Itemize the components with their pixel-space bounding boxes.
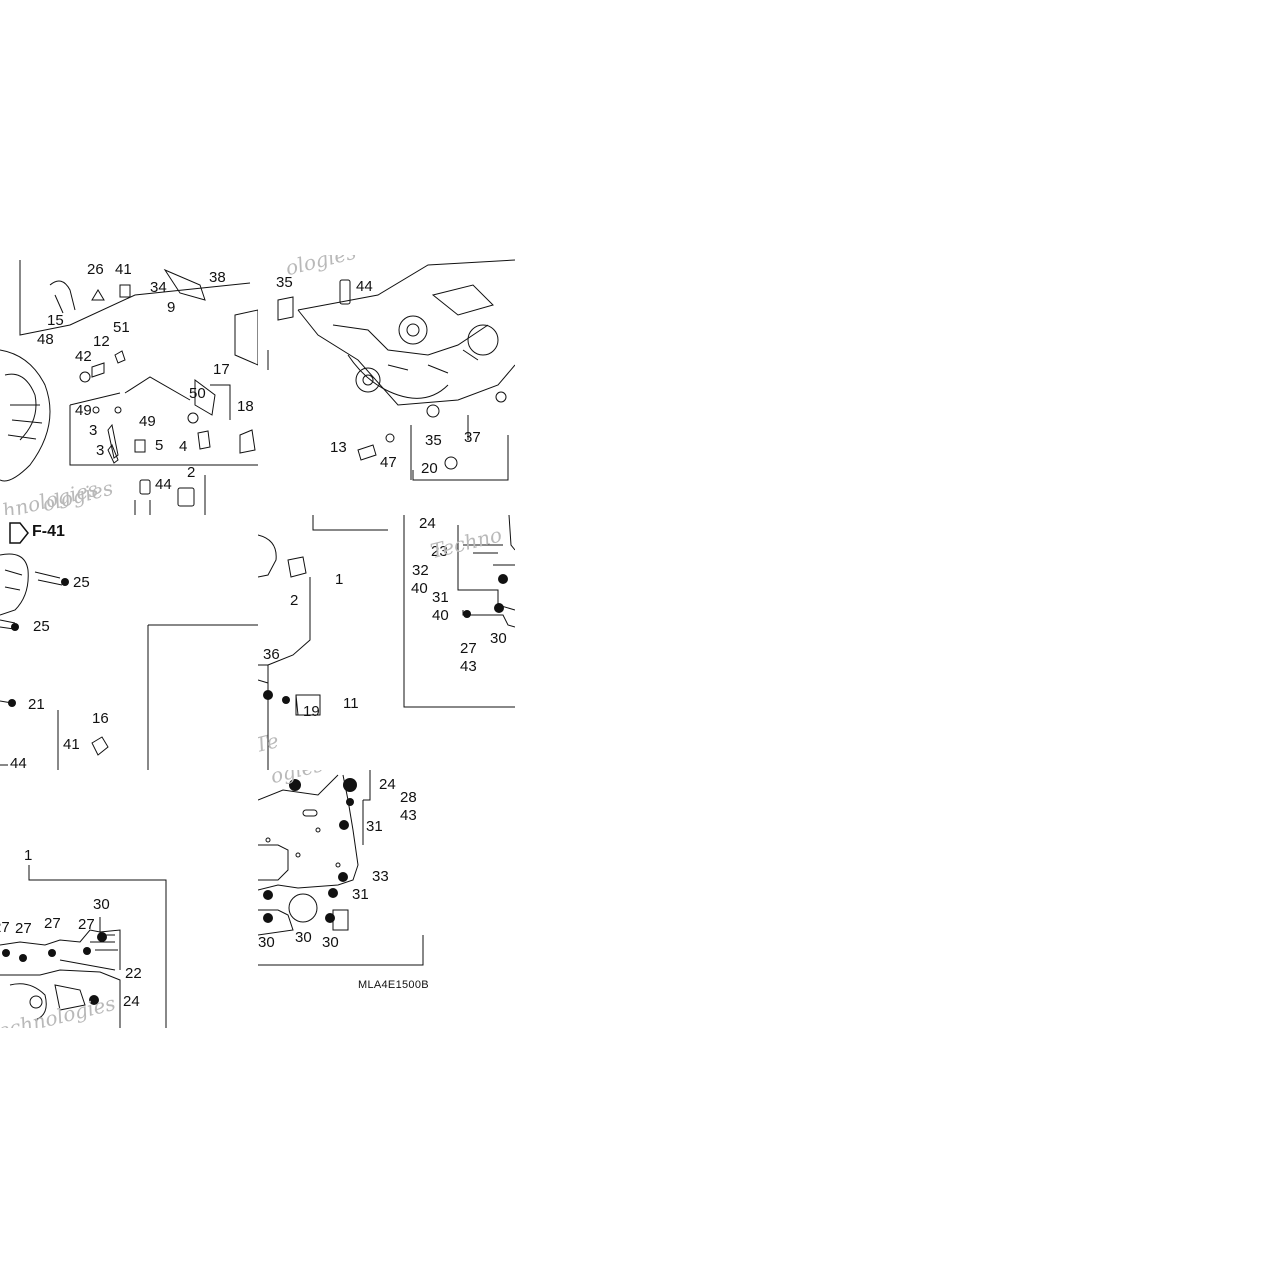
callout-33: 33 <box>372 868 389 885</box>
callout-49: 49 <box>139 413 156 430</box>
callout-42: 42 <box>75 348 92 365</box>
callout-41: 41 <box>63 736 80 753</box>
callout-26: 26 <box>87 261 104 278</box>
callout-25: 25 <box>33 618 50 635</box>
reference-arrow-label[interactable]: F-41 <box>32 523 65 540</box>
callout-12: 12 <box>93 333 110 350</box>
callout-32: 32 <box>412 562 429 579</box>
callout-31: 31 <box>432 589 449 606</box>
callout-28: 28 <box>400 789 417 806</box>
callout-37: 37 <box>464 429 481 446</box>
callout-9: 9 <box>167 299 176 316</box>
callout-30: 30 <box>93 896 110 913</box>
callout-27: 27 <box>44 915 61 932</box>
tile-bottom-center-drawing <box>258 770 424 966</box>
callout-2: 2 <box>290 592 299 609</box>
callout-38: 38 <box>209 269 226 286</box>
callout-30: 30 <box>258 934 275 951</box>
tile-bottom-left: 1 30 27 27 27 27 22 24 echnologies <box>0 770 168 1028</box>
callout-43: 43 <box>400 807 417 824</box>
callout-31: 31 <box>352 886 369 903</box>
tile-bottom-center: 24 28 43 31 33 31 30 30 30 ogies <box>258 770 428 995</box>
callout-50: 50 <box>189 385 206 402</box>
callout-20: 20 <box>421 460 438 477</box>
callout-30: 30 <box>322 934 339 951</box>
tile-mid-right: 24 23 32 40 31 40 27 43 30 Techno <box>403 515 515 710</box>
callout-43: 43 <box>460 658 477 675</box>
callout-17: 17 <box>213 361 230 378</box>
callout-24: 24 <box>123 993 140 1010</box>
callout-35: 35 <box>425 432 442 449</box>
callout-1: 1 <box>24 847 33 864</box>
callout-5: 5 <box>155 437 164 454</box>
tile-mid-center-drawing <box>258 515 388 770</box>
callout-36: 36 <box>263 646 280 663</box>
callout-30: 30 <box>490 630 507 647</box>
callout-19: 19 <box>303 703 320 720</box>
callout-3: 3 <box>89 422 98 439</box>
callout-11: 11 <box>343 695 359 712</box>
callout-21: 21 <box>28 696 45 713</box>
callout-27: 27 <box>15 920 32 937</box>
tile-mid-right-drawing <box>403 515 515 708</box>
callout-30: 30 <box>295 929 312 946</box>
callout-18: 18 <box>237 398 254 415</box>
callout-1: 1 <box>335 571 344 588</box>
callout-44: 44 <box>10 755 27 770</box>
callout-35: 35 <box>276 274 293 291</box>
callout-27: 27 <box>460 640 477 657</box>
tile-top-right-drawing <box>267 259 515 481</box>
callout-27: 27 <box>0 919 10 936</box>
tile-top-left-drawing <box>0 260 258 515</box>
callout-27: 27 <box>78 916 95 933</box>
callout-23: 23 <box>431 543 448 560</box>
callout-40: 40 <box>432 607 449 624</box>
callout-49: 49 <box>75 402 92 419</box>
callout-44: 44 <box>155 476 172 493</box>
callout-47: 47 <box>380 454 397 471</box>
callout-31: 31 <box>366 818 383 835</box>
callout-22: 22 <box>125 965 142 982</box>
callout-4: 4 <box>179 438 188 455</box>
callout-16: 16 <box>92 710 109 727</box>
diagram-code: MLA4E1500B <box>358 979 429 991</box>
callout-3: 3 <box>96 442 105 459</box>
callout-24: 24 <box>419 515 436 532</box>
tile-mid-left: F-41 25 25 21 16 41 44 <box>0 515 258 770</box>
callout-24: 24 <box>379 776 396 793</box>
callout-13: 13 <box>330 439 347 456</box>
tile-mid-left-drawing <box>0 522 258 770</box>
callout-48: 48 <box>37 331 54 348</box>
callout-40: 40 <box>411 580 428 597</box>
callout-2: 2 <box>187 464 196 481</box>
tile-top-left: 26 41 34 38 15 48 9 51 12 42 17 50 49 49… <box>0 255 258 515</box>
tile-top-right: 35 44 35 37 13 47 20 ologies <box>258 255 515 515</box>
callout-44: 44 <box>356 278 373 295</box>
tile-bottom-left-drawing <box>0 865 167 1028</box>
callout-25: 25 <box>73 574 90 591</box>
callout-41: 41 <box>115 261 132 278</box>
callout-51: 51 <box>113 319 130 336</box>
callout-15: 15 <box>47 312 64 329</box>
callout-34: 34 <box>150 279 167 296</box>
